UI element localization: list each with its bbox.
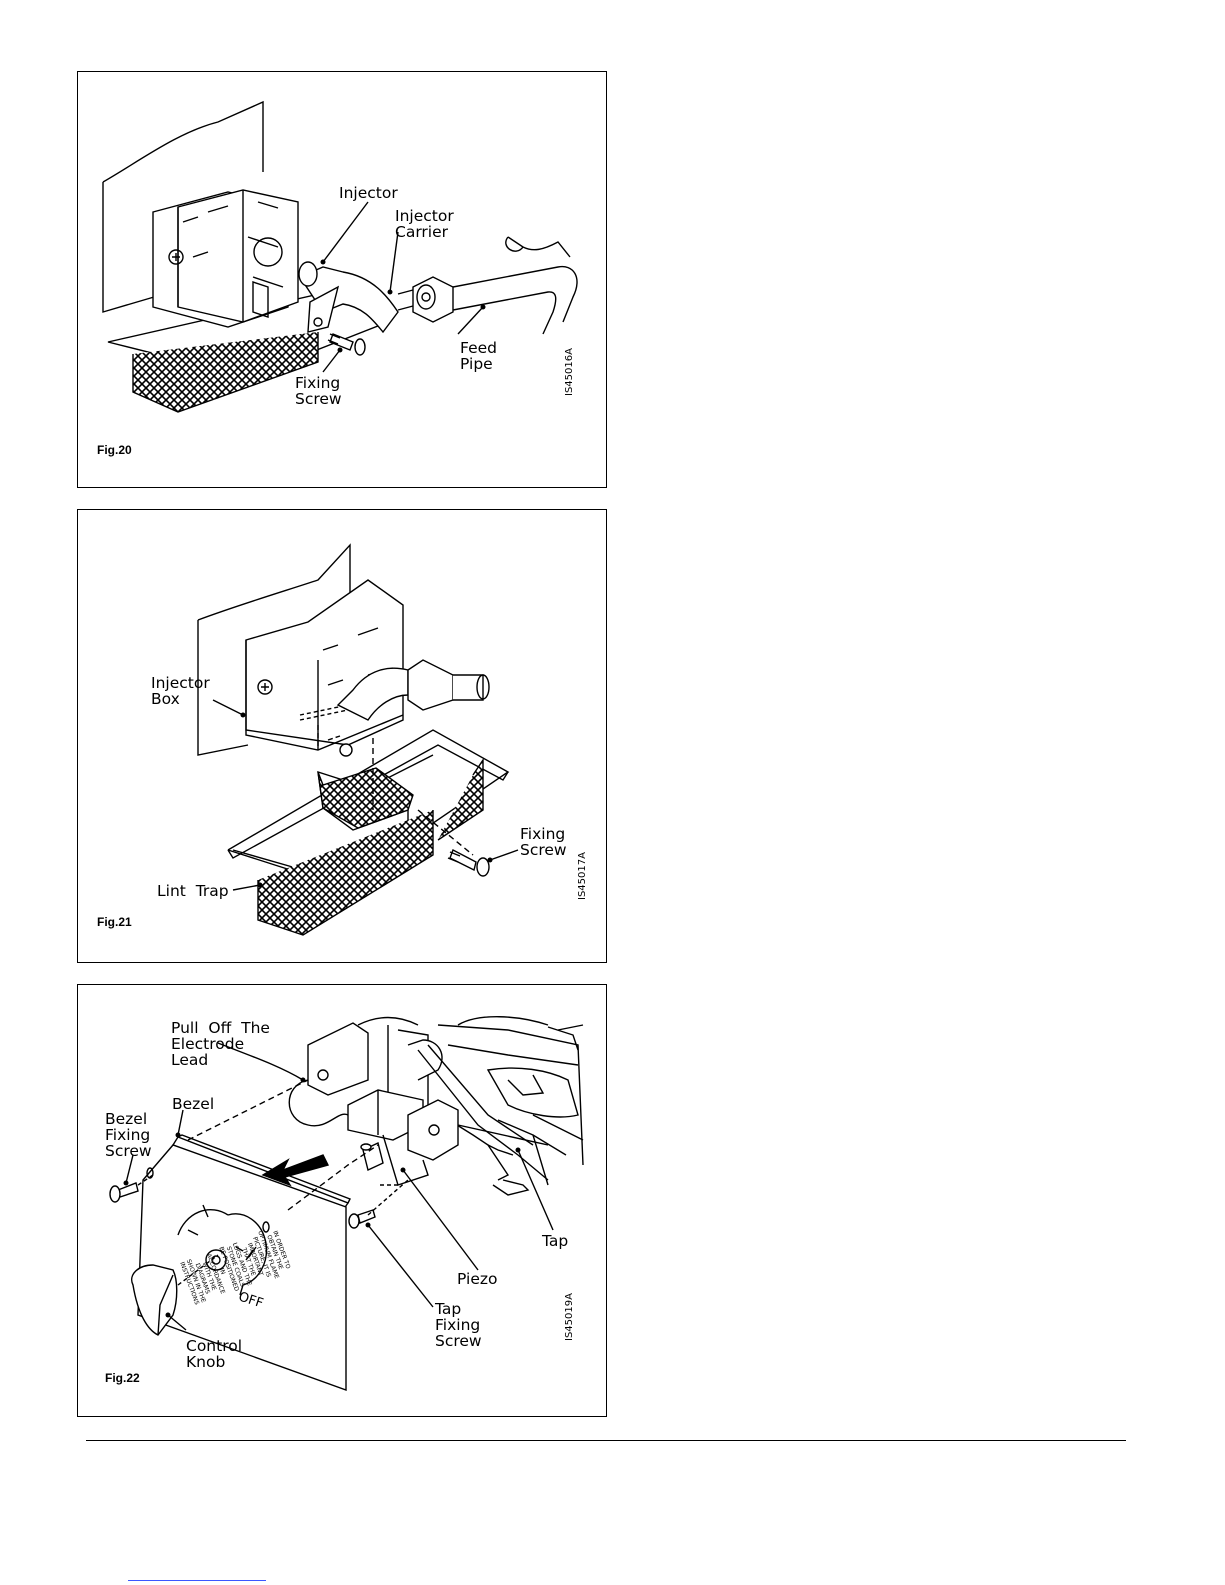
label-bezel-fixing-screw: Bezel Fixing Screw: [105, 1110, 152, 1160]
label-tap-fixing-screw: Tap Fixing Screw: [435, 1300, 482, 1350]
footer-rule: [86, 1440, 1126, 1441]
bottom-edge-line: [128, 1580, 266, 1581]
figure-code: IS45016A: [564, 348, 575, 396]
figure-22: Pull Off The Electrode Lead Bezel Bezel …: [77, 984, 607, 1417]
label-injector-box: Injector Box: [151, 674, 210, 708]
label-piezo: Piezo: [457, 1270, 498, 1288]
figure-caption: Fig.22: [105, 1371, 140, 1385]
figure-caption: Fig.20: [97, 443, 132, 457]
figure-caption: Fig.21: [97, 915, 132, 929]
figure-20-illustration: [102, 100, 578, 413]
label-injector-carrier: Injector Carrier: [395, 207, 454, 241]
label-control-knob: Control Knob: [186, 1337, 243, 1371]
label-lint-trap: Lint Trap: [157, 882, 229, 900]
label-bezel: Bezel: [172, 1095, 215, 1113]
figure-22-illustration: [109, 1016, 584, 1391]
label-fixing-screw: Fixing Screw: [295, 374, 342, 408]
label-tap: Tap: [542, 1232, 569, 1250]
label-pull-off-electrode-lead: Pull Off The Electrode Lead: [171, 1019, 270, 1069]
figure-code: IS45017A: [577, 852, 588, 900]
figure-21-illustration: [197, 543, 519, 936]
figure-code: IS45019A: [564, 1293, 575, 1341]
label-injector: Injector: [339, 184, 398, 202]
label-fixing-screw: Fixing Screw: [520, 825, 567, 859]
figure-20: Injector Injector Carrier Feed Pipe Fixi…: [77, 71, 607, 488]
label-feed-pipe: Feed Pipe: [460, 339, 497, 373]
figure-21: Injector Box Fixing Screw Lint Trap IS45…: [77, 509, 607, 963]
